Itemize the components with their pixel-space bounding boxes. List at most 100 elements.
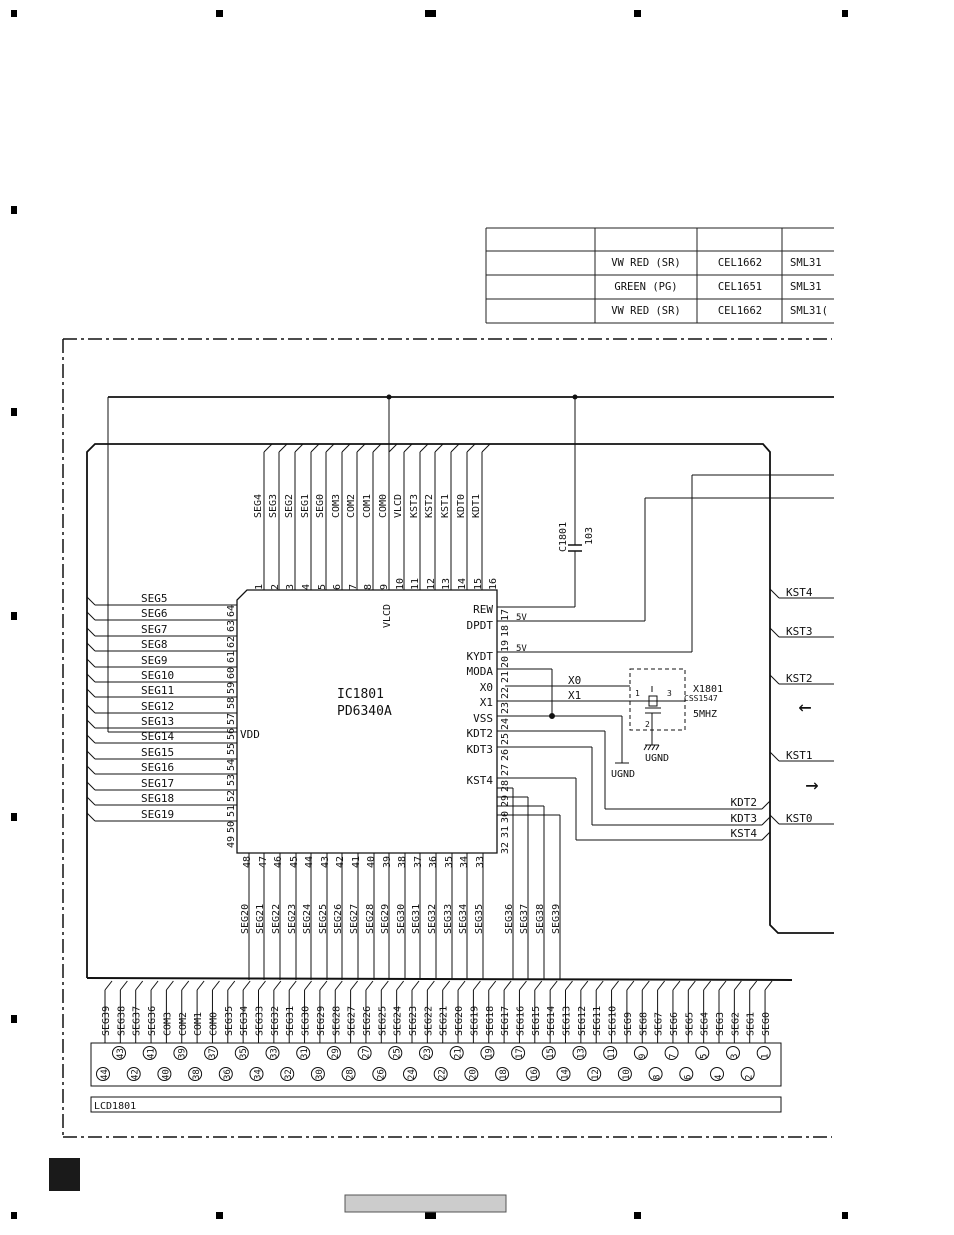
pin-number: 59 [226, 682, 237, 694]
table-name-cell: VW RED (SR) [611, 305, 681, 317]
lcd-pin-wire [119, 980, 128, 991]
pin-number: 1 [254, 584, 265, 590]
lcd-pin-wire [396, 980, 405, 991]
crystal-part: CSS1547 [684, 694, 718, 703]
lcd-pin-label: SEG17 [500, 1006, 511, 1036]
bottom-pin-label: SEG21 [255, 904, 266, 934]
lcd-pin-circle [403, 1067, 417, 1081]
pin-number: 23 [500, 702, 511, 714]
left-pin-wire [86, 627, 96, 637]
lcd-pin-wire [242, 980, 251, 991]
lcd-pin-wire [319, 980, 328, 991]
top-pin-wire [450, 443, 460, 453]
lcd-pin-wire [227, 980, 236, 991]
lcd-pin-circle [603, 1046, 618, 1060]
lcd-pin-number: 41 [147, 1048, 157, 1059]
lcd-pin-wire [135, 980, 144, 991]
lcd-pin-circle [142, 1046, 157, 1060]
pin-number: 6 [332, 584, 343, 590]
lcd-pin-wire [181, 980, 190, 991]
right-port-label: KST2 [786, 672, 813, 685]
lcd-pin-wire [334, 980, 343, 991]
lcd-pin-circle [249, 1067, 264, 1081]
port-wire [761, 816, 771, 826]
lcd-pin-number: 20 [468, 1069, 478, 1080]
dashed-frame [62, 338, 832, 1138]
lcd-pin-number: 21 [454, 1048, 464, 1059]
lcd-pin-circle [679, 1067, 694, 1081]
right-pin-label: X1 [480, 696, 493, 709]
lcd-pin-wire [304, 980, 312, 991]
pin-number: 11 [410, 578, 421, 590]
lcd-pin-wire [488, 980, 497, 991]
top-pin-label: COM0 [378, 494, 389, 518]
lcd-pin-wire [687, 980, 696, 991]
lcd-pin-label: SEG22 [423, 1006, 434, 1036]
ic-ref: IC1801 [337, 687, 384, 702]
capacitor-c1801: C1801 103 [386, 394, 595, 607]
left-pin-wire [86, 658, 96, 668]
lcd-pin-wire [549, 980, 558, 991]
lcd-pin-number: 22 [438, 1069, 448, 1080]
lcd-pin-number: 30 [315, 1069, 325, 1080]
bottom-pin-label: SEG24 [302, 904, 313, 934]
pin-number: 56 [226, 728, 237, 740]
bottom-pin-label: SEG39 [551, 904, 562, 934]
lcd-pin-number: 8 [653, 1075, 663, 1080]
lcd-pin-label: SEG5 [684, 1012, 695, 1036]
lcd-pin-circle [357, 1046, 372, 1060]
left-pin-label: SEG10 [141, 669, 174, 682]
bottom-pin-label: SEG25 [318, 904, 329, 934]
pin-number: 19 [500, 640, 511, 652]
lcd-pin-label: SEG16 [515, 1006, 526, 1036]
lcd-pin-label: SEG32 [270, 1006, 281, 1036]
lcd-pin-number: 3 [730, 1054, 740, 1059]
lcd-pin-wire [749, 980, 758, 991]
lcd-pin-label: SEG26 [362, 1006, 373, 1036]
bottom-pin-label: SEG36 [504, 904, 515, 934]
lcd-pin-number: 24 [407, 1069, 417, 1080]
crystal-freq: 5MHZ [693, 709, 717, 720]
pin-number: 15 [473, 578, 484, 590]
top-pin-label: COM3 [331, 494, 342, 518]
pin-number: 62 [226, 636, 237, 648]
pin-number: 61 [226, 651, 237, 663]
top-pin-label: KDT1 [471, 494, 482, 518]
lcd-connector: LCD1801 [90, 1042, 782, 1113]
crystal-gnd-label: UGND [645, 753, 669, 764]
lcd-pin-label: SEG13 [562, 1006, 573, 1036]
lcd-pin-label: SEG29 [316, 1006, 327, 1036]
lcd-pin-label: COM3 [162, 1012, 173, 1036]
lcd-pin-circle [648, 1067, 663, 1081]
lcd-pin-label: COM1 [193, 1012, 204, 1036]
wires [86, 397, 834, 980]
pin-number: 27 [500, 764, 511, 776]
lcd-pin-label: SEG35 [224, 1006, 235, 1036]
lcd-pin-label: SEG6 [669, 1012, 680, 1036]
right-pin-label: DPDT [467, 619, 494, 632]
lcd-pin-label: SEG38 [116, 1006, 127, 1036]
lcd-pin-label: SEG28 [331, 1006, 342, 1036]
vlcd-pin-label: VLCD [382, 604, 393, 628]
lcd-pin-circle [756, 1046, 771, 1060]
top-pin-wire [403, 443, 413, 453]
lcd-pin-number: 16 [530, 1069, 540, 1080]
lcd-pin-wire [595, 980, 604, 991]
pin-number: 52 [226, 790, 237, 802]
top-pin-wire [278, 443, 288, 453]
pin-number: 29 [500, 795, 511, 807]
pin-number: 63 [226, 620, 237, 632]
left-pin-label: SEG11 [141, 684, 174, 697]
top-pin-label: KDT0 [456, 494, 467, 518]
left-pin-label: SEG14 [141, 730, 174, 743]
left-pin-label: SEG19 [141, 808, 174, 821]
pin-number: 10 [395, 578, 406, 590]
lcd-pin-circle [326, 1046, 341, 1060]
lcd-pin-circle [112, 1046, 126, 1060]
pin-number: 22 [500, 687, 511, 699]
lcd-pin-wire [350, 980, 358, 991]
lcd-pin-wire [672, 980, 681, 991]
lcd-pin-label: SEG37 [132, 1006, 143, 1036]
right-pin-label: REW [473, 603, 493, 616]
crystal-pin1: 1 [635, 689, 640, 698]
